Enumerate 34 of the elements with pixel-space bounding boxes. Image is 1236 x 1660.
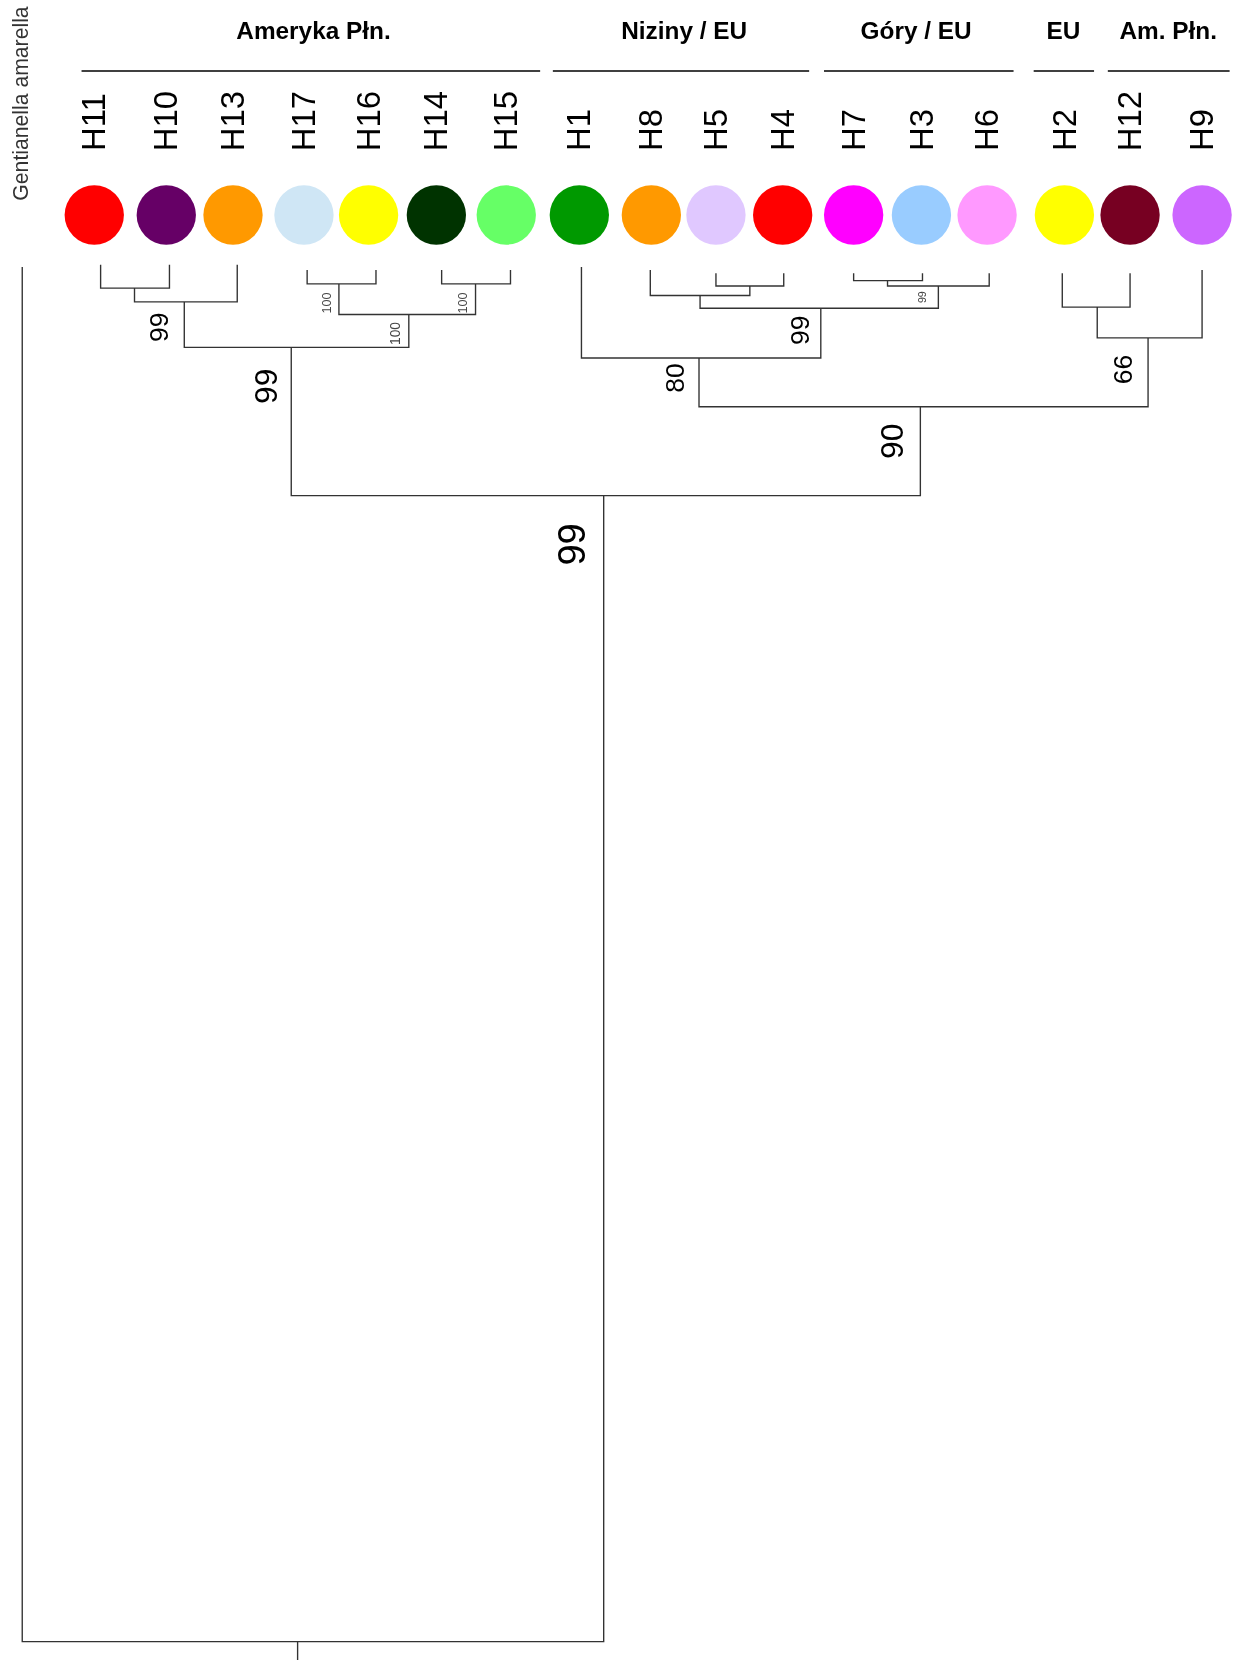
haplotype-label: H4 [766,109,800,152]
bootstrap-value: 99 [145,312,173,342]
bootstrap-value: 99 [552,523,591,566]
bootstrap-value: 100 [388,322,402,346]
bootstrap-value: 100 [456,292,470,314]
region-heading: Am. Płn. [1119,19,1217,44]
haplotype-label: H12 [1113,91,1147,152]
haplotype-label: H10 [149,91,183,152]
haplotype-label: H17 [287,91,321,152]
haplotype-label: H8 [634,109,668,152]
haplotype-label: H2 [1048,109,1081,152]
bootstrap-value: 80 [661,363,688,393]
haplotype-label: H6 [970,109,1004,152]
haplotype-label: H16 [352,91,385,152]
region-heading: Góry / EU [860,19,972,44]
bootstrap-value: 66 [1109,354,1136,385]
haplotype-label: H11 [77,93,111,152]
bootstrap-value: 99 [251,368,283,404]
bootstrap-value: 99 [786,315,813,346]
haplotype-label: H9 [1185,109,1219,152]
region-heading: Ameryka Płn. [236,19,391,44]
haplotype-label: H7 [837,109,871,152]
haplotype-label: H14 [419,91,453,152]
region-heading: Niziny / EU [621,19,748,44]
haplotype-label: H1 [562,109,596,152]
haplotype-label: H13 [216,91,250,152]
haplotype-label: H15 [489,91,523,152]
bootstrap-value: 100 [320,292,334,314]
haplotype-label: H3 [905,109,938,152]
taxon-label: Gentianella amarella [9,6,31,201]
region-heading: EU [1046,19,1081,44]
bootstrap-value: 99 [917,291,928,304]
haplotype-label: H5 [699,109,733,152]
bootstrap-value: 90 [876,423,909,459]
